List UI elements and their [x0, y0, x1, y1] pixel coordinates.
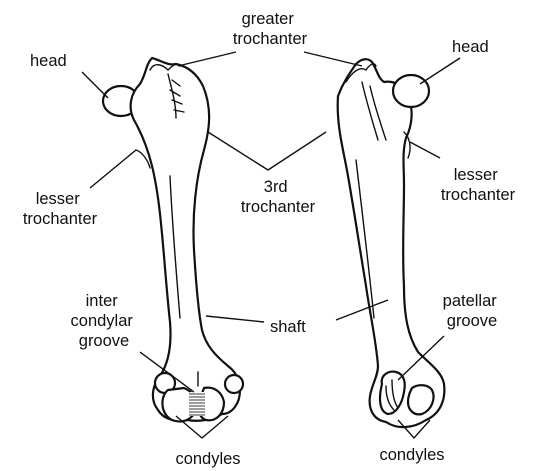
left-femur-body — [131, 58, 240, 421]
right-femur — [338, 59, 445, 427]
right-femur-head — [393, 75, 429, 107]
label-inter-condylar-groove-line2: condylar — [71, 312, 134, 330]
label-head-left: head — [30, 52, 67, 70]
label-lesser-trochanter-right-line2: trochanter — [441, 186, 516, 204]
label-patellar-groove-line2: groove — [447, 312, 497, 330]
label-inter-condylar-groove-line1: inter — [86, 292, 119, 310]
label-lesser-trochanter-right: lesser trochanter — [441, 166, 516, 204]
label-greater-trochanter-line1: greater — [242, 10, 295, 28]
label-lesser-trochanter-left-line2: trochanter — [23, 210, 98, 228]
left-intercondylar-groove — [189, 392, 205, 416]
label-patellar-groove-line1: patellar — [443, 292, 498, 310]
label-lesser-trochanter-left: lesser trochanter — [23, 190, 98, 228]
leader-lesser-trochanter-right — [410, 142, 440, 158]
leader-greater-trochanter-right — [304, 52, 362, 66]
leader-lesser-trochanter-left — [90, 150, 136, 188]
label-condyles-right: condyles — [379, 446, 444, 464]
label-condyles-left: condyles — [175, 450, 240, 468]
label-lesser-trochanter-right-line1: lesser — [454, 166, 499, 184]
left-femur — [103, 58, 243, 422]
label-third-trochanter: 3rd trochanter — [241, 178, 316, 216]
label-patellar-groove: patellar groove — [443, 292, 502, 330]
label-third-trochanter-line1: 3rd — [264, 178, 288, 196]
label-third-trochanter-line2: trochanter — [241, 198, 316, 216]
label-inter-condylar-groove: inter condylar groove — [71, 292, 138, 350]
leader-head-left — [82, 72, 108, 98]
leader-shaft-left — [206, 316, 264, 322]
label-shaft: shaft — [270, 318, 306, 336]
leader-third-trochanter — [208, 132, 326, 170]
label-greater-trochanter-line2: trochanter — [233, 30, 308, 48]
label-inter-condylar-groove-line3: groove — [79, 332, 129, 350]
leader-head-right — [420, 58, 460, 84]
leader-greater-trochanter-left — [178, 52, 236, 66]
label-greater-trochanter: greater trochanter — [233, 10, 308, 48]
left-condyle-lateral — [225, 375, 243, 393]
label-head-right: head — [452, 38, 489, 56]
label-lesser-trochanter-left-line1: lesser — [36, 190, 81, 208]
